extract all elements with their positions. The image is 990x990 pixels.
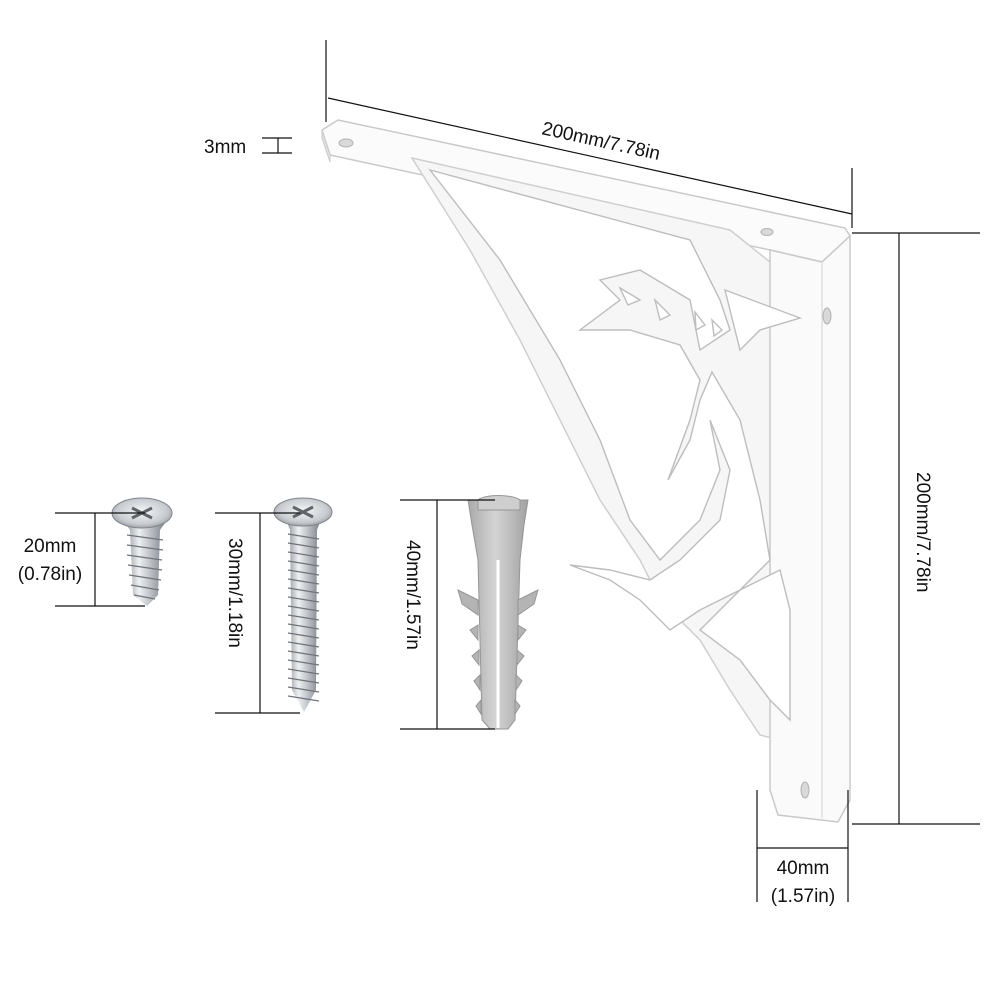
width-label-line1: 40mm [777, 858, 830, 879]
width-label-line2: (1.57in) [771, 886, 835, 907]
long-screw-label: 30mm/1.18in [224, 538, 245, 648]
short-screw-label-line2: (0.78in) [18, 564, 82, 585]
marlin-cutout [428, 168, 803, 722]
bracket-hole [800, 781, 810, 799]
side-height-label: 200mm/7.78in [912, 472, 933, 592]
dimension-short-screw: 20mm (0.78in) [18, 512, 145, 607]
bracket-hole [338, 138, 354, 148]
short-screw [111, 497, 173, 606]
anchor-label: 40mm/1.57in [402, 540, 423, 650]
dimension-thickness: 3mm [204, 137, 292, 158]
wall-anchor [457, 495, 539, 730]
long-screw [273, 497, 333, 712]
bracket-hole [822, 307, 832, 325]
bracket-hole [760, 228, 774, 236]
short-screw-label-line1: 20mm [24, 536, 77, 557]
dimension-anchor: 40mm/1.57in [400, 499, 495, 730]
dimension-side-height: 200mm/7.78in [852, 232, 980, 825]
dimension-bracket-width: 40mm (1.57in) [756, 790, 849, 907]
bracket-top-edge [321, 129, 331, 163]
dimension-long-screw: 30mm/1.18in [215, 512, 300, 714]
shelf-bracket [321, 119, 851, 823]
thickness-label: 3mm [204, 137, 246, 158]
